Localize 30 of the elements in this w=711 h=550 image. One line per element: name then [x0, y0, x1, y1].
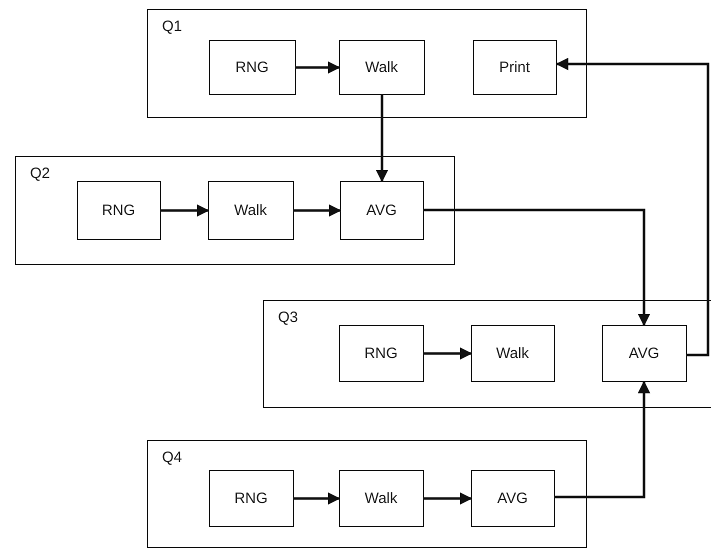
- arrow: [424, 347, 472, 360]
- process-box: RNG: [76, 180, 160, 240]
- process-box: Walk: [470, 324, 554, 382]
- process-box: RNG: [208, 470, 294, 526]
- process-box: Print: [472, 40, 556, 94]
- group-label: Q3: [278, 309, 298, 326]
- group-frame: [263, 300, 711, 408]
- arrow: [556, 58, 710, 356]
- group-frame: [147, 440, 587, 548]
- process-box: Walk: [208, 180, 294, 240]
- group-label: Q4: [162, 449, 182, 466]
- arrow: [424, 492, 472, 505]
- group-frame: [147, 9, 587, 118]
- process-box: Walk: [338, 40, 424, 94]
- group-label: Q2: [30, 165, 50, 182]
- arrow: [376, 95, 388, 182]
- group-label: Q1: [162, 18, 182, 35]
- process-box: AVG: [470, 470, 554, 526]
- group-frame: [15, 156, 455, 265]
- arrow: [294, 492, 340, 505]
- arrow: [424, 208, 650, 326]
- arrow: [294, 204, 342, 217]
- process-box: Walk: [338, 470, 424, 526]
- arrow: [555, 380, 650, 498]
- arrow: [161, 204, 210, 217]
- process-box: AVG: [340, 180, 424, 240]
- process-box: RNG: [338, 324, 424, 382]
- process-box: RNG: [208, 40, 296, 94]
- arrow: [296, 61, 340, 74]
- process-box: AVG: [602, 324, 686, 382]
